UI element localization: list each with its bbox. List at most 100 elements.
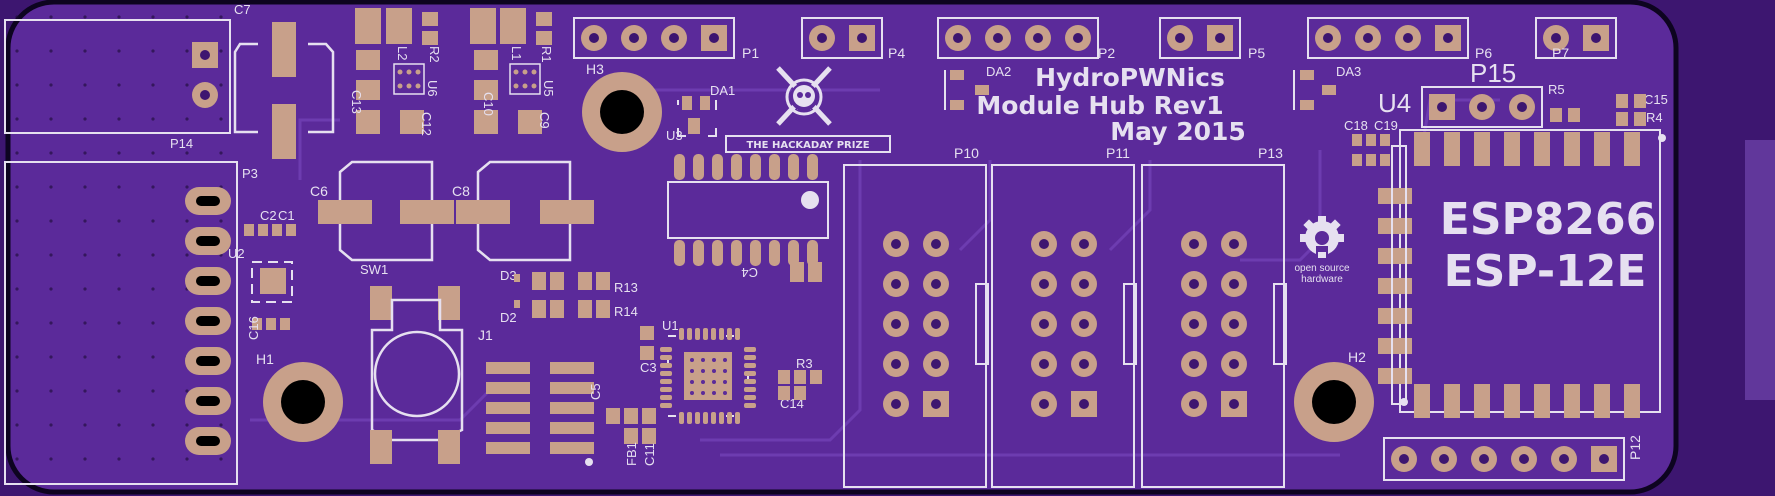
soic-pad bbox=[550, 362, 594, 374]
drill-hole bbox=[1033, 33, 1043, 43]
qfn-pad bbox=[660, 395, 672, 400]
soic-pad bbox=[486, 362, 530, 374]
label-c7: C7 bbox=[234, 2, 251, 17]
board-title-line1: HydroPWNics bbox=[1035, 63, 1225, 92]
open-source-hardware-icon bbox=[1300, 216, 1344, 258]
soic-pad bbox=[712, 240, 723, 266]
drill-hole bbox=[1551, 33, 1561, 43]
p12-header bbox=[1383, 437, 1625, 481]
qfn-pad bbox=[703, 412, 708, 424]
osh-label-line1: open source bbox=[1294, 263, 1349, 274]
p14-outline bbox=[4, 19, 231, 134]
esp-pad bbox=[1474, 384, 1490, 418]
c7-footprint bbox=[233, 42, 335, 134]
drill-hole bbox=[1363, 33, 1373, 43]
qfn-pad bbox=[727, 328, 732, 340]
mounting-hole-h3 bbox=[582, 72, 662, 152]
soic-pad bbox=[486, 382, 530, 394]
label-u4: U4 bbox=[1378, 88, 1411, 118]
thermal-via bbox=[690, 369, 694, 373]
qfn-pad bbox=[735, 412, 740, 424]
u1-qfn-footprint bbox=[660, 328, 756, 424]
thermal-via bbox=[701, 369, 705, 373]
drill-hole bbox=[931, 239, 941, 249]
esp-pad bbox=[1594, 132, 1610, 166]
label-p7: P7 bbox=[1552, 45, 1569, 61]
header-outline bbox=[573, 17, 735, 59]
qfn-pad bbox=[711, 328, 716, 340]
esp-pad bbox=[1624, 384, 1640, 418]
thermal-via bbox=[701, 391, 705, 395]
soic-pad bbox=[788, 240, 799, 266]
soic-pad bbox=[750, 154, 761, 180]
esp-pad bbox=[1504, 384, 1520, 418]
box-header-outline bbox=[1141, 164, 1285, 488]
qfn-pad bbox=[744, 355, 756, 360]
soic-pad bbox=[807, 240, 818, 266]
esp-pad bbox=[1534, 132, 1550, 166]
drill-hole bbox=[1403, 33, 1413, 43]
esp-pad bbox=[1444, 384, 1460, 418]
label-l1: L1 bbox=[509, 46, 524, 60]
slot-hole bbox=[196, 396, 220, 406]
drill-hole bbox=[1399, 454, 1409, 464]
label-p13: P13 bbox=[1258, 145, 1283, 161]
esp-module-outline bbox=[1399, 129, 1661, 413]
box-header-outline bbox=[991, 164, 1135, 488]
small-passives-right bbox=[1352, 94, 1666, 166]
label-c18: C18 bbox=[1344, 118, 1368, 133]
board-outline bbox=[5, 0, 1679, 495]
u2-qfn-footprint bbox=[244, 224, 296, 330]
soic-pad bbox=[550, 402, 594, 414]
drill-hole bbox=[1079, 239, 1089, 249]
label-p12: P12 bbox=[1627, 435, 1643, 460]
slot-hole bbox=[196, 436, 220, 446]
header-connectors bbox=[573, 17, 1617, 128]
label-da2: DA2 bbox=[986, 64, 1011, 79]
drill-hole bbox=[1039, 279, 1049, 289]
box-headers bbox=[843, 164, 1287, 488]
qfn-pad bbox=[744, 371, 756, 376]
soic-pad bbox=[788, 154, 799, 180]
esp-pad bbox=[1504, 132, 1520, 166]
label-p6: P6 bbox=[1475, 45, 1492, 61]
soic-pad bbox=[550, 382, 594, 394]
box-header-key bbox=[975, 283, 989, 365]
label-p4: P4 bbox=[888, 45, 905, 61]
soic-pad bbox=[486, 402, 530, 414]
drill-hole bbox=[931, 359, 941, 369]
label-c2: C2 bbox=[260, 208, 277, 223]
label-l2: L2 bbox=[395, 46, 410, 60]
label-c8: C8 bbox=[452, 183, 470, 199]
header-outline bbox=[1159, 17, 1241, 59]
hackaday-text: THE HACKADAY PRIZE bbox=[746, 140, 869, 151]
soic-pad bbox=[769, 154, 780, 180]
soic-pad bbox=[807, 154, 818, 180]
thermal-via bbox=[690, 358, 694, 362]
label-sw1: SW1 bbox=[360, 262, 388, 277]
label-r3: R3 bbox=[796, 356, 813, 371]
label-c19: C19 bbox=[1374, 118, 1398, 133]
qfn-pad bbox=[744, 347, 756, 352]
box-header-outline bbox=[843, 164, 987, 488]
box-header-key bbox=[1273, 283, 1287, 365]
drill-hole bbox=[1591, 33, 1601, 43]
esp-pad bbox=[1564, 384, 1580, 418]
soic-pad bbox=[550, 422, 594, 434]
thermal-via bbox=[712, 358, 716, 362]
drill-hole bbox=[1189, 399, 1199, 409]
label-da3: DA3 bbox=[1336, 64, 1361, 79]
soic-pad bbox=[731, 240, 742, 266]
drill-hole bbox=[1229, 399, 1239, 409]
label-r4: R4 bbox=[1646, 110, 1663, 125]
label-u1: U1 bbox=[662, 318, 679, 333]
qfn-pad bbox=[719, 328, 724, 340]
label-p10: P10 bbox=[954, 145, 979, 161]
drill-hole bbox=[817, 33, 827, 43]
label-h1: H1 bbox=[256, 351, 274, 367]
p15-outline bbox=[1421, 86, 1543, 128]
label-r1: R1 bbox=[539, 46, 554, 63]
mounting-hole-h2 bbox=[1294, 362, 1374, 442]
label-d2: D2 bbox=[500, 310, 517, 325]
